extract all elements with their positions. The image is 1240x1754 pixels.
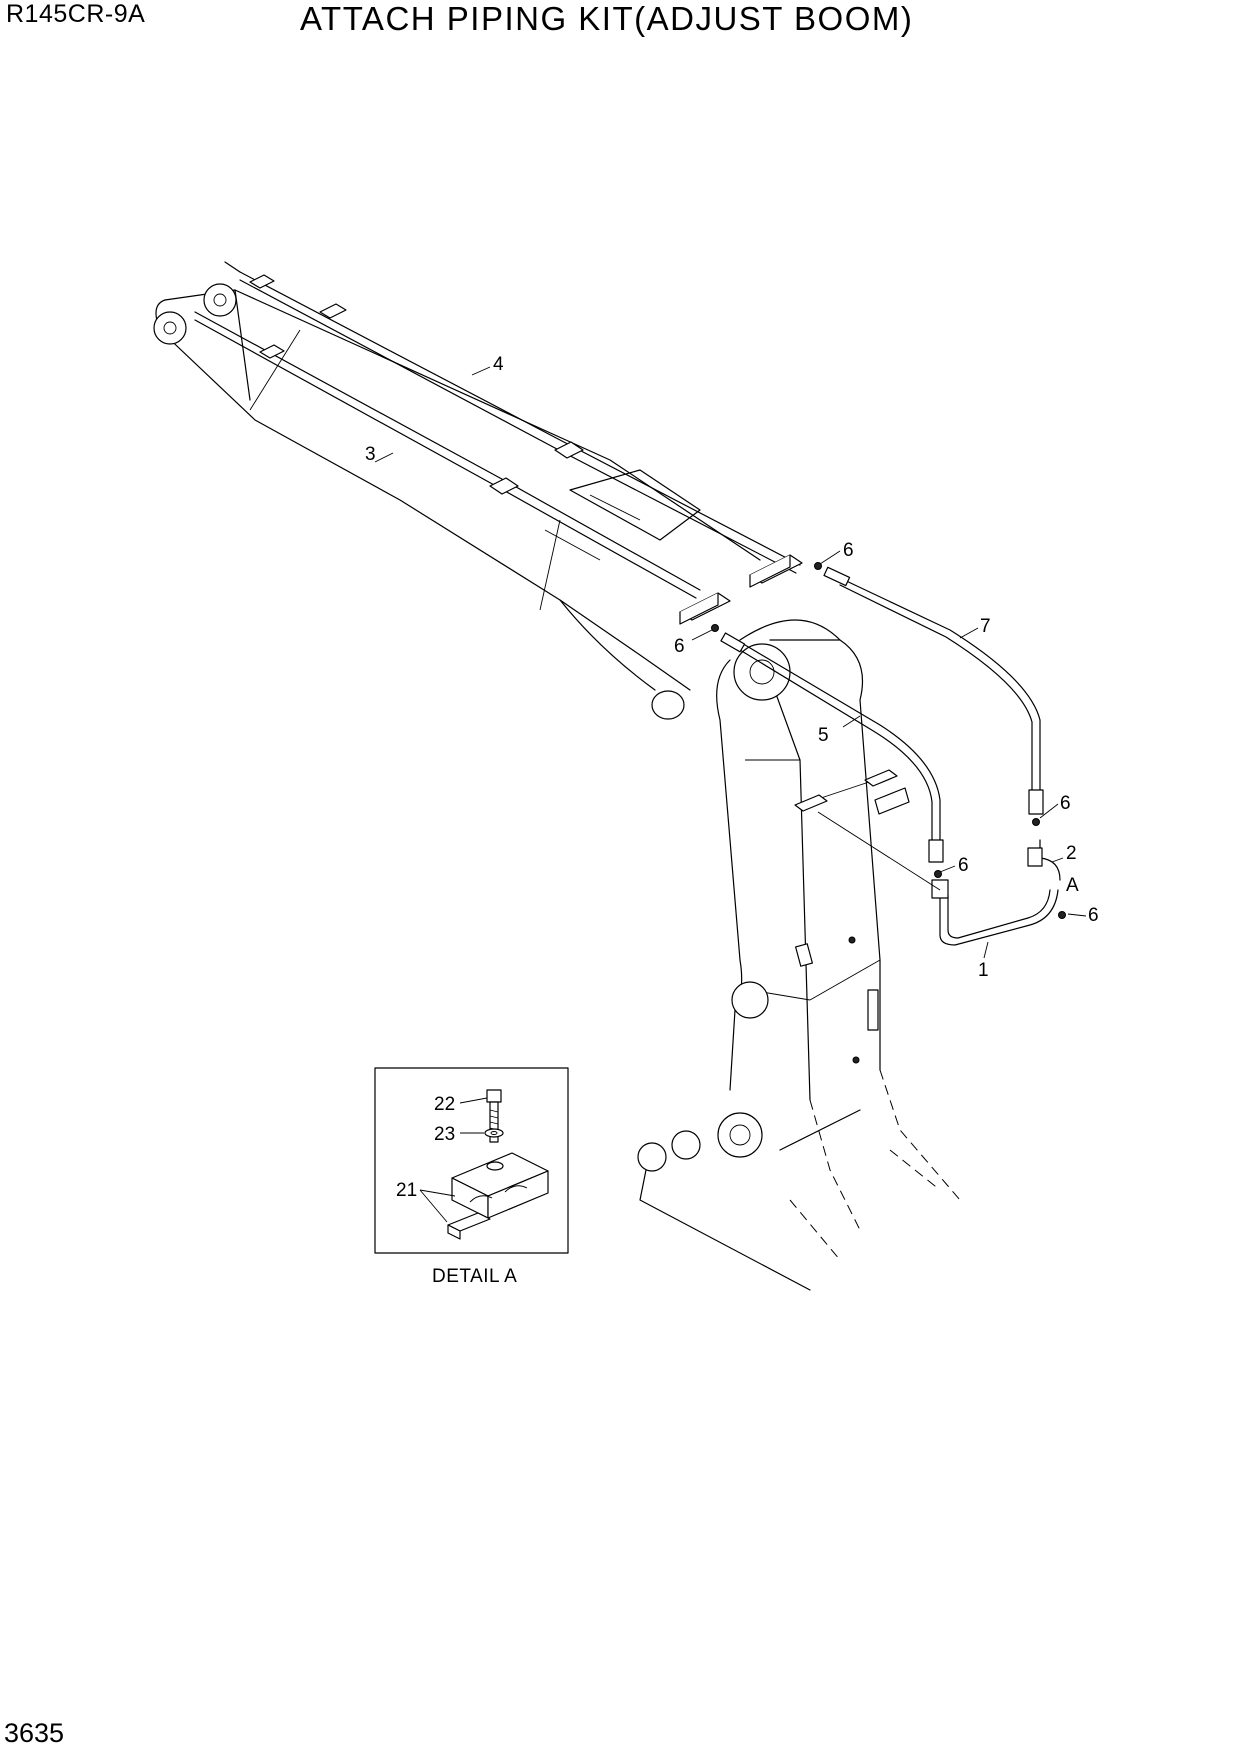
boom-bracket xyxy=(794,769,941,891)
callout-1: 1 xyxy=(978,960,989,981)
callout-6-hose7-end: 6 xyxy=(1060,793,1071,814)
detail-callout-22: 22 xyxy=(434,1094,455,1115)
callout-4: 4 xyxy=(493,354,504,375)
arm-structure xyxy=(153,283,761,720)
callout-A: A xyxy=(1066,875,1079,896)
boom-structure xyxy=(716,619,881,1158)
detail-callout-23: 23 xyxy=(434,1124,455,1145)
callout-2: 2 xyxy=(1066,843,1077,864)
pipe-1 xyxy=(931,879,1059,946)
page-title: ATTACH PIPING KIT(ADJUST BOOM) xyxy=(300,0,914,37)
callout-6-lower: 6 xyxy=(1088,905,1099,926)
callout-6-hose5-end: 6 xyxy=(958,855,969,876)
callout-5: 5 xyxy=(818,725,829,746)
callout-6-mid: 6 xyxy=(674,636,685,657)
o-rings xyxy=(711,562,1066,919)
callout-leaders xyxy=(374,366,1087,959)
detail-a: 22 23 21 DETAIL A xyxy=(374,1067,569,1287)
callout-6-upper: 6 xyxy=(843,540,854,561)
pipe-4 xyxy=(224,261,801,574)
pipe-clamps xyxy=(249,274,803,625)
hose-5 xyxy=(720,632,944,863)
callout-3: 3 xyxy=(365,444,376,465)
callout-7: 7 xyxy=(980,616,991,637)
page-number: 3635 xyxy=(4,1718,65,1748)
detail-callout-21: 21 xyxy=(396,1180,417,1201)
pipe-2 xyxy=(1027,839,1061,881)
callout-labels: 4 3 6 6 7 5 6 6 2 A 6 1 xyxy=(365,354,1099,981)
detail-caption: DETAIL A xyxy=(432,1266,517,1287)
hose-7 xyxy=(823,566,1044,815)
model-code: R145CR-9A xyxy=(6,0,146,28)
lower-frame xyxy=(637,1069,961,1291)
